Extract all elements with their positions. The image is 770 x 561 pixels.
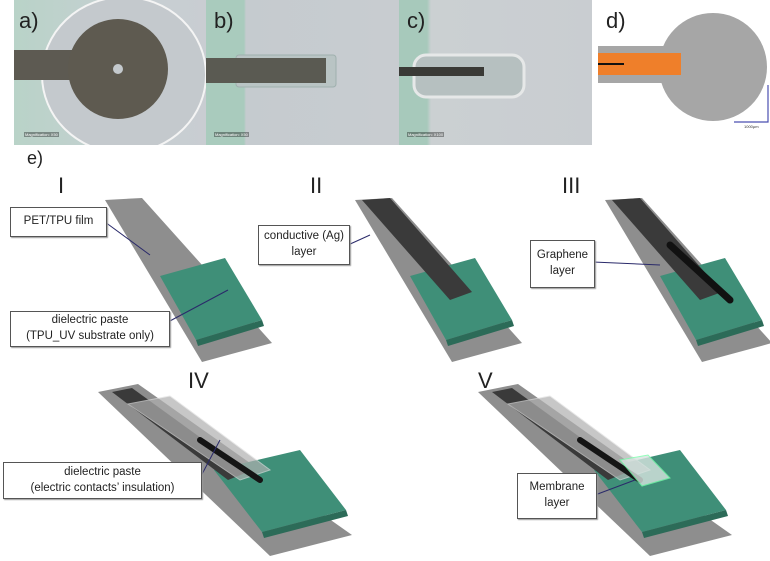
step-numeral-II: II (310, 173, 323, 198)
callout-dielectric-insulation: dielectric paste (electric contacts’ ins… (3, 462, 202, 499)
callout-text: Membrane (529, 481, 585, 494)
callout-text: dielectric paste (64, 465, 141, 478)
micrograph-a: a) Magnification: X50 (14, 0, 206, 145)
micrograph-b: b) Magnification: X50 (206, 0, 399, 145)
callout-graphene-layer: Graphene layer (530, 240, 595, 288)
callout-text: layer (544, 497, 570, 509)
step-III-drawing (605, 198, 770, 362)
callout-dielectric-paste: dielectric paste (TPU_UV substrate only) (10, 311, 170, 347)
step-II-drawing (355, 198, 522, 362)
panel-label-a: a) (19, 8, 39, 33)
callout-text: PET/TPU film (23, 215, 94, 228)
callout-text: (TPU_UV substrate only) (26, 330, 154, 342)
panel-label-c: c) (407, 8, 426, 33)
section-label-e: e) (27, 148, 44, 168)
schematic-d: d) 1000µm (598, 0, 770, 145)
callout-membrane-layer: Membrane layer (517, 473, 597, 519)
callout-leaders (104, 221, 661, 496)
step-numeral-IV: IV (188, 368, 209, 393)
magnification-c: Magnification: X100 (407, 132, 445, 137)
callout-pet-tpu-film: PET/TPU film (10, 207, 107, 237)
callout-text: conductive (Ag) (264, 230, 344, 243)
micrograph-a-drawing (14, 0, 206, 145)
micrograph-b-drawing (206, 54, 337, 88)
panel-label-b: b) (214, 8, 234, 33)
callout-text: (electric contacts’ insulation) (30, 481, 175, 494)
callout-text: layer (550, 265, 575, 277)
step-numeral-V: V (478, 368, 493, 393)
step-V-drawing (478, 384, 732, 556)
micrograph-c-drawing (399, 53, 526, 99)
magnification-a: Magnification: X50 (24, 132, 59, 137)
step-numeral-I: I (58, 173, 65, 198)
callout-text: Graphene (536, 249, 589, 262)
magnification-b: Magnification: X50 (214, 132, 249, 137)
panel-label-d: d) (606, 8, 626, 33)
callout-conductive-layer: conductive (Ag) layer (258, 225, 350, 265)
micrograph-c: c) Magnification: X100 (399, 0, 592, 145)
step-numeral-III: III (562, 173, 581, 198)
schematic-d-drawing (598, 13, 769, 123)
callout-text: dielectric paste (51, 314, 129, 327)
scale-bar-d: 1000µm (744, 124, 759, 129)
callout-text: layer (291, 246, 317, 258)
